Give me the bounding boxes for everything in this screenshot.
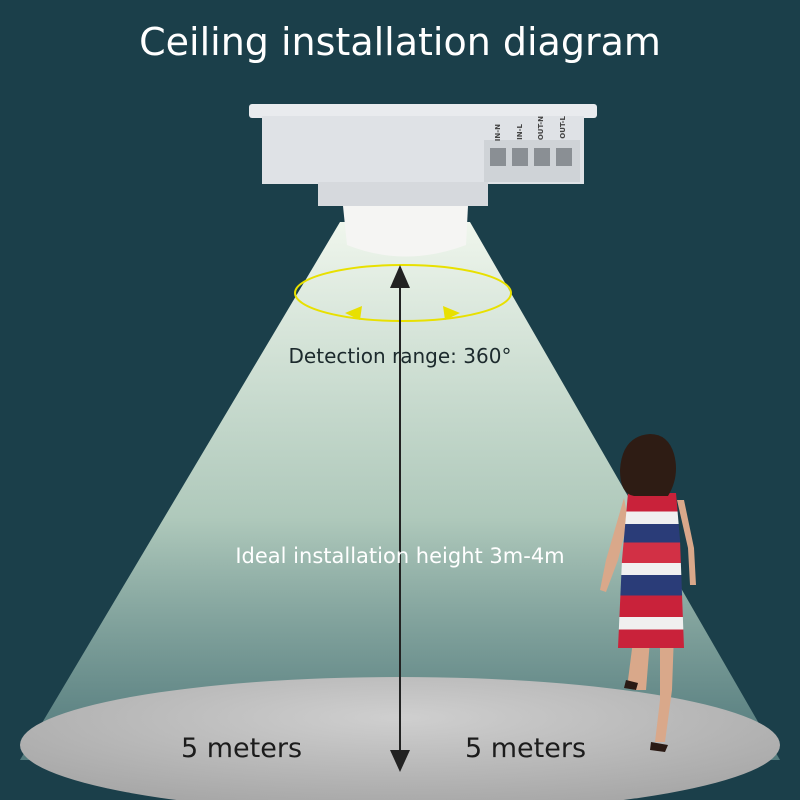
height-arrow xyxy=(390,265,410,772)
sensor-housing xyxy=(249,104,597,118)
walking-person xyxy=(600,434,696,752)
rotation-arrow-right-icon xyxy=(443,306,460,320)
motion-sensor-device xyxy=(249,104,597,257)
page-title: Ceiling installation diagram xyxy=(139,20,661,64)
distance-right-label: 5 meters xyxy=(465,733,587,764)
rotation-arrow-left-icon xyxy=(345,306,362,320)
terminal-label-in-l: IN-L xyxy=(516,124,524,140)
sensor-lens xyxy=(343,206,468,257)
distance-left-label: 5 meters xyxy=(181,733,303,764)
detection-range-label: Detection range: 360° xyxy=(288,344,512,368)
arrow-up-icon xyxy=(390,265,410,288)
arrow-down-icon xyxy=(390,750,410,772)
installation-height-label: Ideal installation height 3m-4m xyxy=(235,544,565,568)
terminal-label-in-n: IN-N xyxy=(494,124,502,142)
terminal-label-out-l: OUT-L xyxy=(559,116,567,139)
rotation-ring xyxy=(294,264,512,322)
terminal-label-out-n: OUT-N xyxy=(537,116,545,141)
